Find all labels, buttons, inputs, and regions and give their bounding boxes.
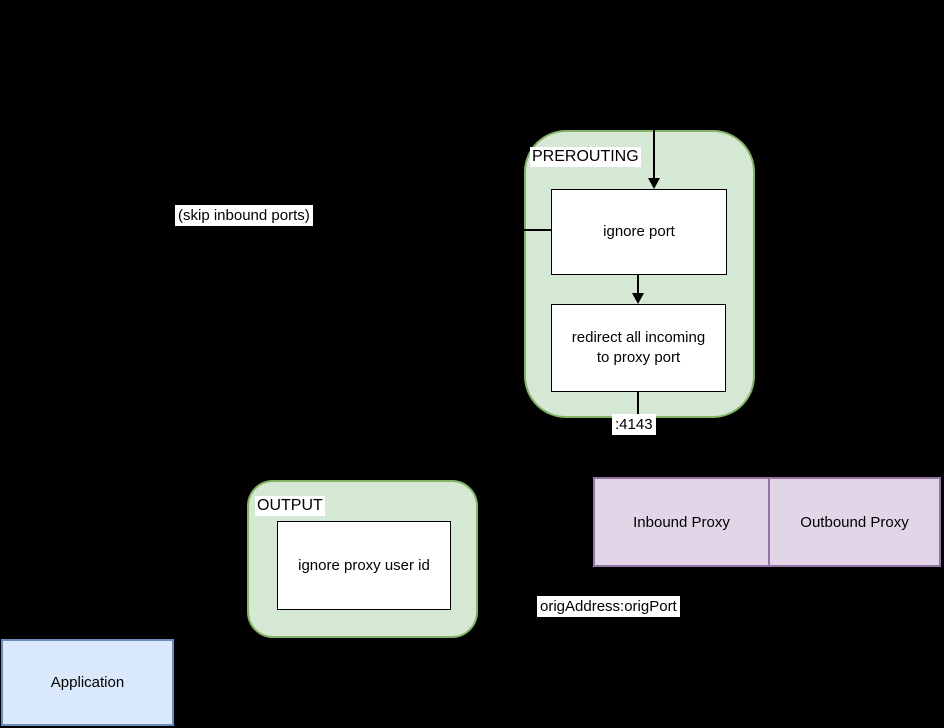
prerouting-chain-label: PREROUTING	[530, 147, 641, 167]
skip-inbound-ports-edge	[318, 229, 551, 231]
ignore-port-to-redirect-edge	[637, 275, 639, 294]
arrow-down-icon	[632, 466, 644, 477]
orig-address-port-label: origAddress:origPort	[537, 596, 680, 617]
skip-inbound-ports-label: (skip inbound ports)	[175, 205, 313, 226]
arrow-down-icon	[632, 293, 644, 304]
arrow-down-icon	[648, 178, 660, 189]
outbound-proxy-box: Outbound Proxy	[768, 477, 941, 567]
proxy-port-label: :4143	[612, 414, 656, 435]
output-chain-label: OUTPUT	[255, 496, 325, 516]
incoming-traffic-edge	[653, 58, 655, 178]
ignore-proxy-user-id-node: ignore proxy user id	[277, 521, 451, 610]
ignore-port-node: ignore port	[551, 189, 727, 275]
redirect-incoming-node: redirect all incoming to proxy port	[551, 304, 726, 392]
inbound-proxy-box: Inbound Proxy	[593, 477, 770, 567]
application-box: Application	[1, 639, 174, 726]
